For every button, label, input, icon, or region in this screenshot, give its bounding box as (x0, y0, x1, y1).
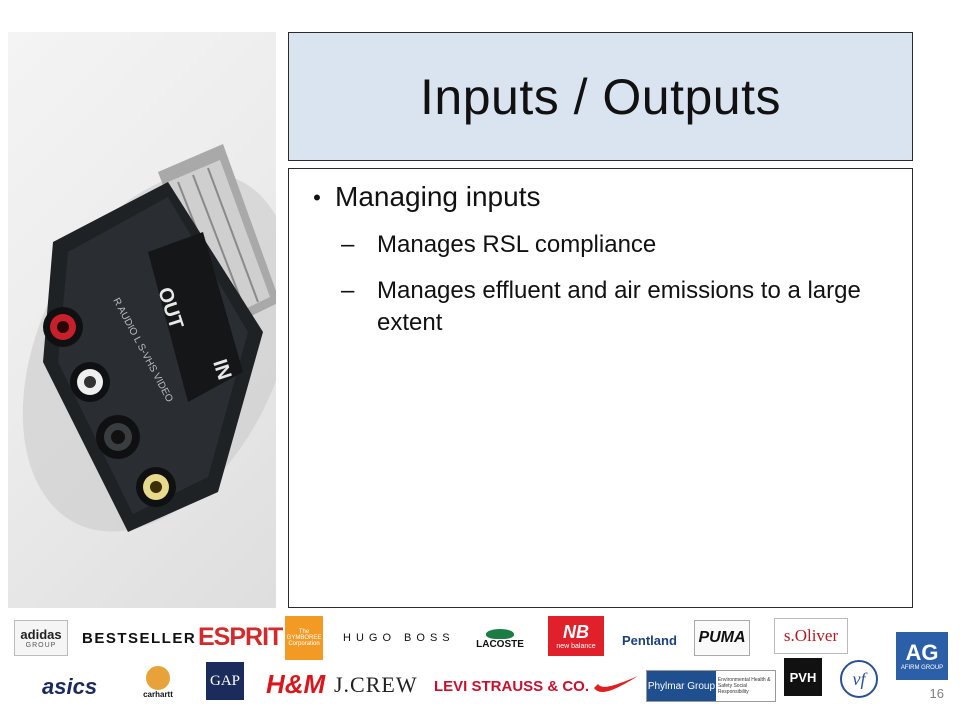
sub-bullet-rsl: – Manages RSL compliance (341, 229, 901, 261)
logo-adidas: adidas GROUP (14, 620, 68, 656)
title-box: Inputs / Outputs (288, 32, 913, 161)
sub-bullet-effluent: – Manages effluent and air emissions to … (341, 275, 901, 339)
scart-adapter-photo: OUT IN R AUDIO L S-VHS VIDEO (8, 32, 276, 608)
sub-bullet-mark: – (341, 277, 355, 304)
bullet-text: Managing inputs (335, 181, 541, 212)
logo-pvh: PVH (784, 658, 822, 696)
logo-nike (592, 670, 640, 696)
sub-bullet-text: Manages RSL compliance (377, 231, 657, 258)
carhartt-c-icon (146, 665, 170, 690)
nike-swoosh-icon (594, 676, 638, 692)
member-logos-strip: adidas GROUP BESTSELLER ESPRIT The GYMBO… (0, 612, 960, 720)
logo-puma: PUMA (694, 620, 750, 656)
logo-gap: GAP (206, 662, 244, 700)
sub-bullet-list: – Manages RSL compliance – Manages efflu… (341, 229, 901, 353)
sub-bullet-mark: – (341, 231, 355, 258)
logo-pentland: Pentland (622, 632, 677, 648)
slide-title: Inputs / Outputs (420, 68, 781, 125)
logo-new-balance: NB new balance (548, 616, 604, 656)
logo-afirm-group: AG AFIRM GROUP (896, 632, 948, 680)
sub-bullet-text: Manages effluent and air emissions to a … (377, 277, 861, 336)
bullet-managing-inputs: • Managing inputs (299, 181, 540, 215)
logo-hugo-boss: HUGO BOSS (343, 632, 455, 644)
content-box: • Managing inputs – Manages RSL complian… (288, 168, 913, 608)
logo-bestseller: BESTSELLER (82, 629, 197, 647)
logo-phylmar: Phylmar Group Environmental Health & Saf… (646, 670, 776, 702)
logo-gymboree: The GYMBOREE Corporation (285, 616, 323, 660)
logo-carhartt: carhartt (136, 660, 180, 704)
logo-lacoste: LACOSTE (474, 620, 526, 658)
page-number: 16 (929, 686, 944, 701)
logo-s-oliver: s.Oliver (774, 618, 848, 654)
scart-adapter-illustration: OUT IN R AUDIO L S-VHS VIDEO (22, 144, 276, 532)
crocodile-icon (486, 628, 514, 639)
logo-levi-strauss: LEVI STRAUSS & CO. (434, 677, 590, 695)
bullet-mark: • (313, 185, 321, 210)
logo-asics: asics (42, 674, 98, 699)
logo-hm: H&M (266, 668, 326, 699)
logo-vf: vf (840, 660, 878, 698)
logo-esprit: ESPRIT (198, 622, 283, 651)
logo-jcrew: J.CREW (334, 672, 418, 697)
